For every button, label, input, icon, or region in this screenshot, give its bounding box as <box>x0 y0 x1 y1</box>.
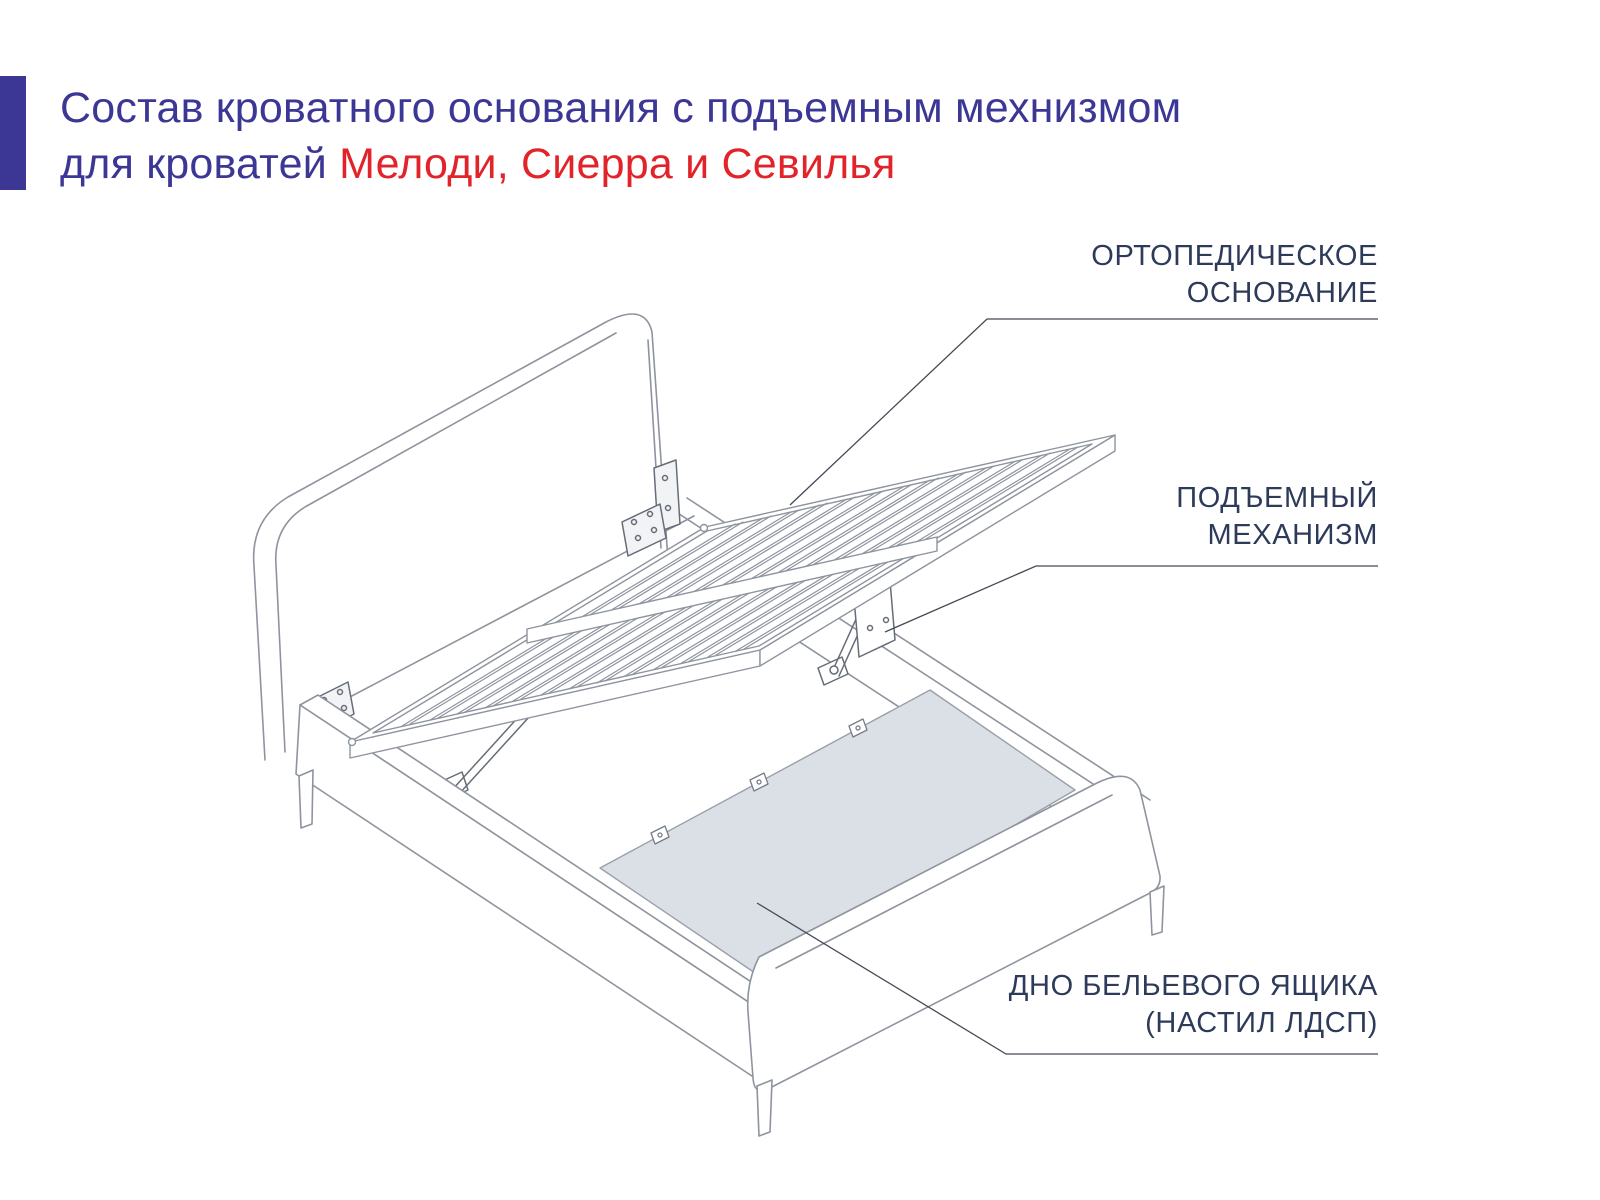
panel-clips <box>650 718 868 845</box>
hinge-plate-right <box>621 459 681 557</box>
callout-orthopedic-base-line2: ОСНОВАНИЕ <box>1186 277 1378 309</box>
slatted-base <box>347 434 1116 759</box>
leg-right <box>1149 885 1165 936</box>
hinge-point-near <box>347 737 357 747</box>
callout-drawer-bottom-line1: ДНО БЕЛЬЕВОГО ЯЩИКА <box>1008 970 1378 1002</box>
callout-lift-mechanism-line2: МЕХАНИЗМ <box>1207 519 1378 551</box>
title-models-highlight: Мелоди, Сиерра и Севилья <box>339 140 896 188</box>
leader-line-lift-mechanism <box>884 565 1378 633</box>
bottom-panel <box>599 689 1076 976</box>
leader-line-orthopedic-base <box>789 318 1378 506</box>
title-accent-bar <box>0 76 26 190</box>
callout-drawer-bottom-line2: (НАСТИЛ ЛДСП) <box>1145 1007 1378 1039</box>
headboard <box>252 313 695 775</box>
leader-line-drawer-bottom <box>756 902 1378 1055</box>
callout-orthopedic-base-line1: ОРТОПЕДИЧЕСКОЕ <box>1091 240 1378 272</box>
callout-drawer-bottom: ДНО БЕЛЬЕВОГО ЯЩИКА (НАСТИЛ ЛДСП) <box>1009 968 1378 1042</box>
title-line-2-prefix: для кроватей <box>60 140 340 188</box>
title-line-1: Состав кроватного основания с подъемным … <box>60 84 1182 132</box>
hinge-point-far <box>699 523 709 533</box>
leader-lines <box>756 318 1378 1055</box>
leg-front <box>756 1079 773 1137</box>
callout-lift-mechanism-line1: ПОДЪЕМНЫЙ <box>1176 482 1378 514</box>
callout-orthopedic-base: ОРТОПЕДИЧЕСКОЕ ОСНОВАНИЕ <box>1091 238 1378 312</box>
callout-lift-mechanism: ПОДЪЕМНЫЙ МЕХАНИЗМ <box>1176 480 1378 554</box>
center-spine <box>526 536 938 644</box>
legs <box>298 769 1165 1137</box>
page-title: Состав кроватного основания с подъемным … <box>60 80 1181 192</box>
leg-left <box>298 769 314 829</box>
